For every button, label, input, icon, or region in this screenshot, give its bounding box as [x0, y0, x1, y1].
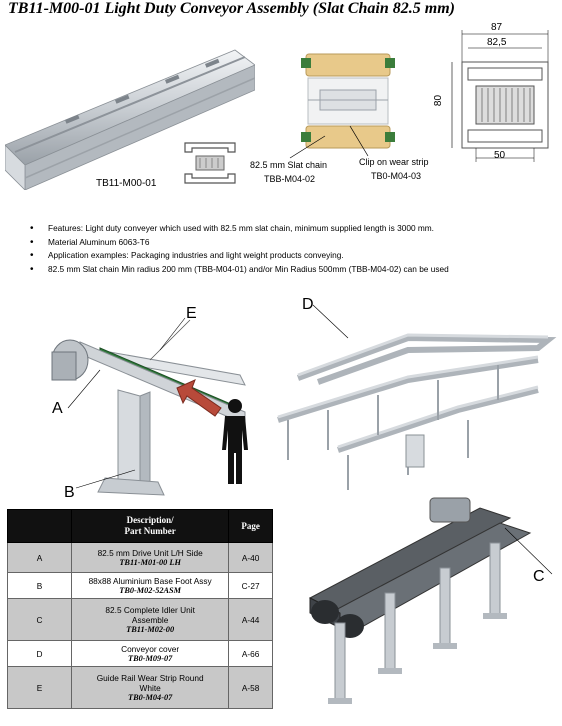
- feature-item: Material Aluminum 6063-T6: [28, 236, 449, 250]
- parts-table: Description/ Part Number Page A 82.5 mm …: [6, 509, 273, 709]
- loop-conveyor-image: [277, 304, 557, 490]
- dim-width-inner: 82,5: [487, 37, 507, 48]
- clip-on-part-label: TB0-M04-03: [371, 171, 422, 181]
- dim-bottom: 50: [494, 150, 506, 161]
- dim-height: 80: [433, 94, 445, 107]
- feature-list: Features: Light duty conveyer which used…: [28, 222, 449, 276]
- slat-chain-section-image: [301, 53, 395, 149]
- feature-item: 82.5 mm Slat chain Min radius 200 mm (TB…: [28, 263, 449, 277]
- profile-section-icon: [184, 142, 236, 184]
- clip-on-label: Clip on wear strip: [359, 157, 429, 167]
- row-letter: A: [6, 542, 73, 573]
- row-page: A-58: [228, 666, 273, 709]
- row-letter: C: [6, 598, 73, 641]
- dual-conveyor-image: [308, 497, 553, 704]
- profile-part-label: TB11-M00-01: [96, 178, 157, 189]
- red-arrow-icon: [176, 379, 222, 417]
- page-title: TB11-M00-01 Light Duty Conveyor Assembly…: [8, 0, 455, 17]
- slat-chain-part-label: TBB-M04-02: [264, 174, 316, 184]
- callout-b: B: [64, 484, 75, 501]
- dimension-drawing: [451, 30, 549, 162]
- header-blank: [6, 509, 73, 543]
- leader-lines: [289, 125, 369, 159]
- row-page: A-44: [228, 598, 273, 641]
- feature-item: Features: Light duty conveyer which used…: [28, 222, 449, 236]
- row-letter: D: [6, 640, 73, 667]
- row-page: C-27: [228, 572, 273, 599]
- row-page: A-66: [228, 640, 273, 667]
- aluminium-profile-image: [5, 49, 255, 190]
- callout-d: D: [302, 296, 314, 313]
- slat-chain-label: 82.5 mm Slat chain: [250, 160, 328, 170]
- callout-c: C: [533, 568, 545, 585]
- feature-item: Application examples: Packaging industri…: [28, 249, 449, 263]
- dim-width-outer: 87: [491, 22, 503, 33]
- person-icon: [222, 399, 248, 484]
- row-page: A-40: [228, 542, 273, 573]
- row-letter: B: [6, 572, 73, 599]
- row-letter: E: [6, 666, 73, 709]
- callout-leaders-left: [67, 317, 186, 489]
- callout-a: A: [52, 400, 63, 417]
- header-page: Page: [228, 509, 273, 543]
- header-description: Description/ Part Number: [71, 509, 230, 543]
- callout-e: E: [186, 305, 197, 322]
